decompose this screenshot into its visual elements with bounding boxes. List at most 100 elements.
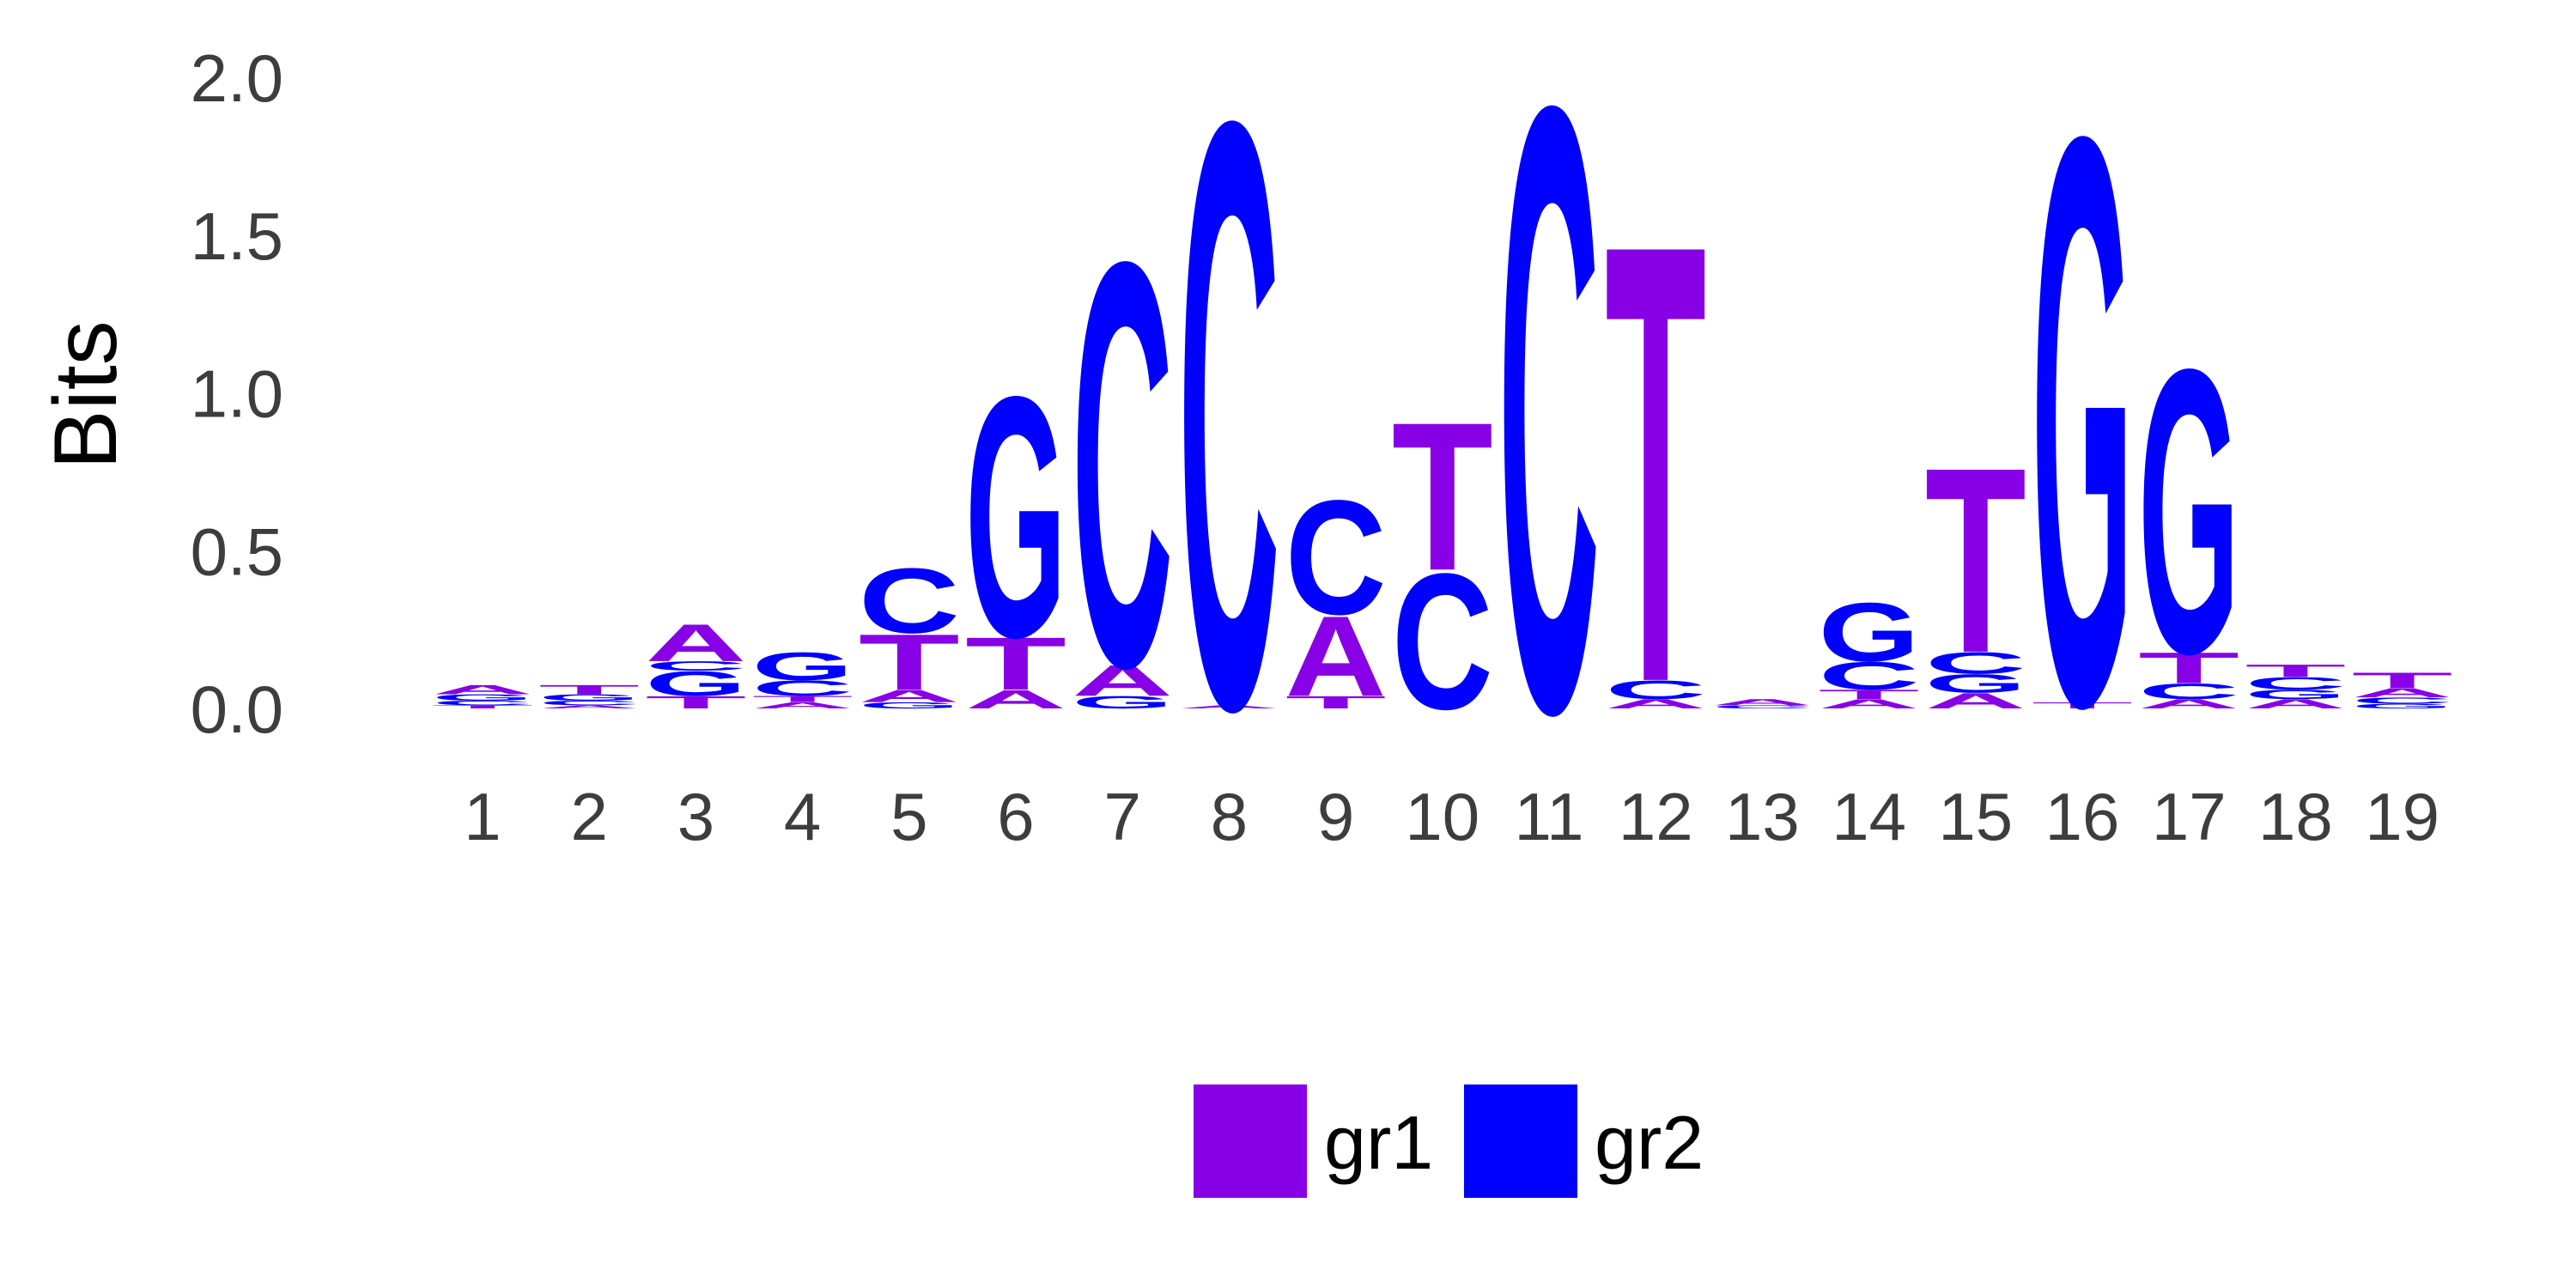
logo-letter-c: C [1072, 142, 1173, 787]
logo-letter-c: C [1819, 653, 1920, 698]
y-axis-title: Bits [36, 320, 136, 469]
y-tick-label: 2.0 [191, 40, 283, 116]
x-tick-label: 13 [1725, 779, 1800, 854]
logo-letter-t: T [538, 683, 640, 697]
x-tick-label: 2 [571, 779, 608, 854]
logo-column-8: AC [1178, 0, 1279, 884]
logo-letter-g: G [859, 701, 960, 710]
logo-letter-g: G [538, 693, 640, 702]
x-tick-label: 8 [1211, 779, 1248, 854]
logo-letter-a: A [752, 701, 854, 711]
logo-letter-c: C [1925, 646, 2026, 680]
logo-letter-c: C [2138, 679, 2239, 704]
logo-letter-a: A [859, 686, 960, 706]
logo-letter-g: G [2032, 0, 2133, 875]
logo-column-13: CA [1711, 697, 1813, 709]
x-tick-label: 7 [1104, 779, 1141, 854]
x-tick-label: 19 [2365, 779, 2439, 854]
y-tick-label: 0.5 [191, 513, 283, 589]
logo-letter-g: G [1072, 692, 1173, 712]
logo-letter-a: A [432, 683, 533, 697]
logo-letter-c: C [1711, 704, 1813, 709]
x-tick-label: 1 [464, 779, 501, 854]
logo-letter-a: A [2138, 696, 2239, 711]
y-tick-label: 0.0 [191, 671, 283, 747]
logo-letter-a: A [1819, 696, 1920, 711]
logo-letter-t: T [2032, 701, 2133, 710]
x-tick-label: 10 [1405, 779, 1479, 854]
logo-letter-t: T [2138, 643, 2239, 692]
logo-letter-a: A [1072, 656, 1173, 706]
logo-letter-g: G [965, 325, 1066, 709]
legend: gr1 gr2 [1194, 1084, 1704, 1198]
logo-letter-a: A [1178, 704, 1279, 709]
logo-column-7: GAC [1072, 142, 1173, 787]
logo-letter-t: T [1392, 379, 1493, 615]
legend-label: gr1 [1324, 1100, 1433, 1185]
logo-letter-t: T [859, 618, 960, 707]
x-tick-label: 3 [677, 779, 714, 854]
logo-column-11: C [1498, 0, 1600, 892]
x-tick-label: 9 [1317, 779, 1354, 854]
logo-letter-t: T [752, 694, 854, 703]
logo-letter-a: A [538, 704, 640, 709]
logo-column-10: CT [1392, 379, 1493, 750]
logo-letter-c: C [538, 699, 640, 707]
logo-letter-a: A [1925, 689, 2026, 714]
legend-swatch [1194, 1084, 1307, 1198]
logo-letter-a: A [965, 684, 1066, 714]
logo-letter-c: C [645, 659, 746, 673]
logo-column-9: TAC [1285, 466, 1387, 720]
logo-letter-a: A [1605, 696, 1706, 711]
logo-letter-g: G [2352, 702, 2453, 710]
logo-letter-t: T [2245, 661, 2346, 681]
logo-letter-c: C [2352, 696, 2453, 706]
logo-column-6: ATG [965, 325, 1066, 714]
x-tick-label: 12 [1619, 779, 1693, 854]
y-tick-label: 1.5 [191, 198, 283, 274]
legend-item-gr2: gr2 [1464, 1084, 1704, 1198]
logo-letter-c: C [1498, 0, 1600, 892]
x-tick-label: 11 [1515, 779, 1584, 854]
x-tick-label: 6 [997, 779, 1034, 854]
logo-letter-a: A [2245, 696, 2346, 711]
logo-letter-c: C [1605, 675, 1706, 704]
legend-label: gr2 [1595, 1100, 1704, 1185]
logo-letter-t: T [965, 622, 1066, 706]
logo-letter-c: C [2245, 673, 2346, 693]
logo-letter-t: T [1925, 413, 2026, 708]
logo-letter-a: A [1285, 592, 1387, 720]
logo-letter-t: T [432, 704, 533, 709]
logo-letter-g: G [1925, 669, 2026, 698]
logo-letter-c: C [1285, 466, 1387, 648]
logo-letter-t: T [1605, 113, 1706, 813]
legend-swatch [1464, 1084, 1577, 1198]
logo-letter-t: T [645, 693, 746, 713]
logo-column-12: ACT [1605, 113, 1706, 813]
logo-letter-c: C [859, 550, 960, 653]
logo-letter-g: G [432, 693, 533, 702]
x-tick-label: 14 [1832, 779, 1906, 854]
logo-letter-a: A [1711, 697, 1813, 708]
x-tick-label: 5 [890, 779, 927, 854]
logo-letter-t: T [2352, 668, 2453, 693]
logo-letter-c: C [752, 676, 854, 701]
logo-letter-g: G [1819, 586, 1920, 680]
x-tick-label: 4 [784, 779, 821, 854]
logo-letter-g: G [2245, 687, 2346, 702]
x-tick-label: 16 [2045, 779, 2120, 854]
x-tick-label: 15 [1938, 779, 2013, 854]
logo-letter-a: A [645, 614, 746, 673]
